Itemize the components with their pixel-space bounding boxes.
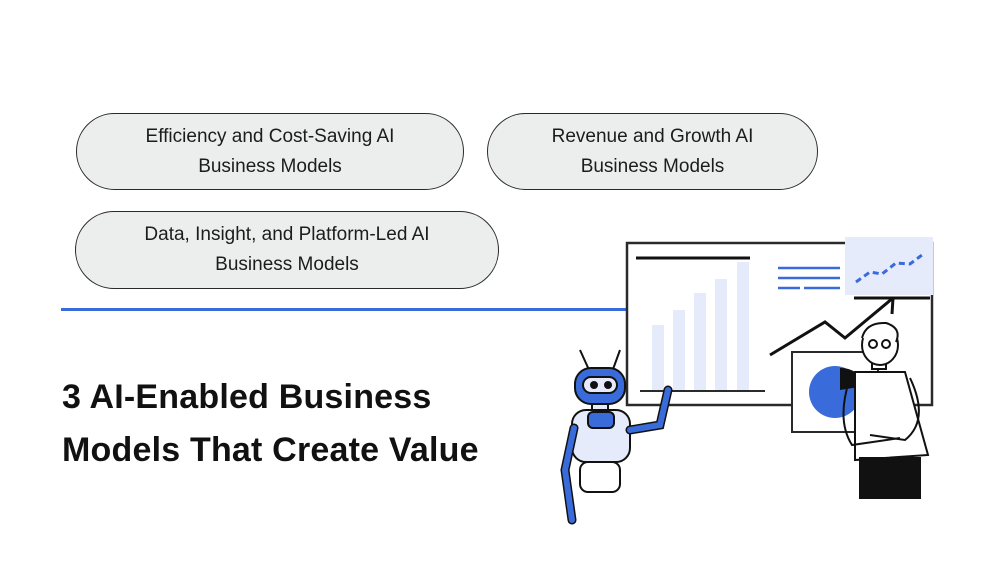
line-chart-icon xyxy=(845,237,933,300)
category-pill-line1: Revenue and Growth AI xyxy=(551,125,754,147)
accent-divider xyxy=(61,308,632,311)
person-icon xyxy=(842,321,930,499)
page-title-line2: Models That Create Value xyxy=(62,431,479,469)
category-pill-data-platform: Data, Insight, and Platform-Led AI Busin… xyxy=(75,211,499,289)
trend-arrow-icon xyxy=(769,296,895,357)
category-pill-line1: Efficiency and Cost-Saving AI xyxy=(145,125,395,147)
page-title-line1: 3 AI-Enabled Business xyxy=(62,378,432,416)
category-pill-line2: Business Models xyxy=(198,155,342,177)
business-illustration xyxy=(560,237,934,525)
category-pill-line2: Business Models xyxy=(580,155,725,177)
category-pill-efficiency: Efficiency and Cost-Saving AI Business M… xyxy=(76,113,464,190)
bar-chart-icon xyxy=(640,262,765,392)
category-pill-revenue: Revenue and Growth AI Business Models xyxy=(487,113,818,190)
category-pill-line1: Data, Insight, and Platform-Led AI xyxy=(144,224,430,245)
category-pill-line2: Business Models xyxy=(215,254,359,275)
page-title: 3 AI-Enabled Business Models That Create… xyxy=(62,371,582,477)
robot-icon xyxy=(560,349,673,525)
